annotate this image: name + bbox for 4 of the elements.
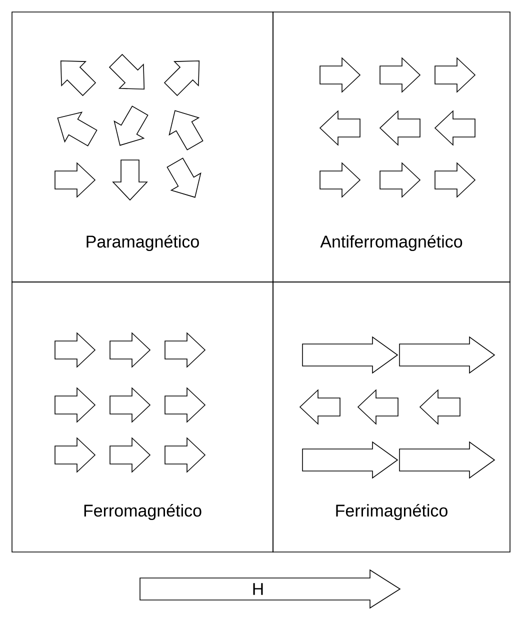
panel: Paramagnético — [12, 12, 274, 282]
panel: Ferrimagnético — [272, 282, 510, 552]
panel: Antiferromagnético — [272, 12, 510, 282]
panel: Ferromagnético — [12, 282, 274, 552]
